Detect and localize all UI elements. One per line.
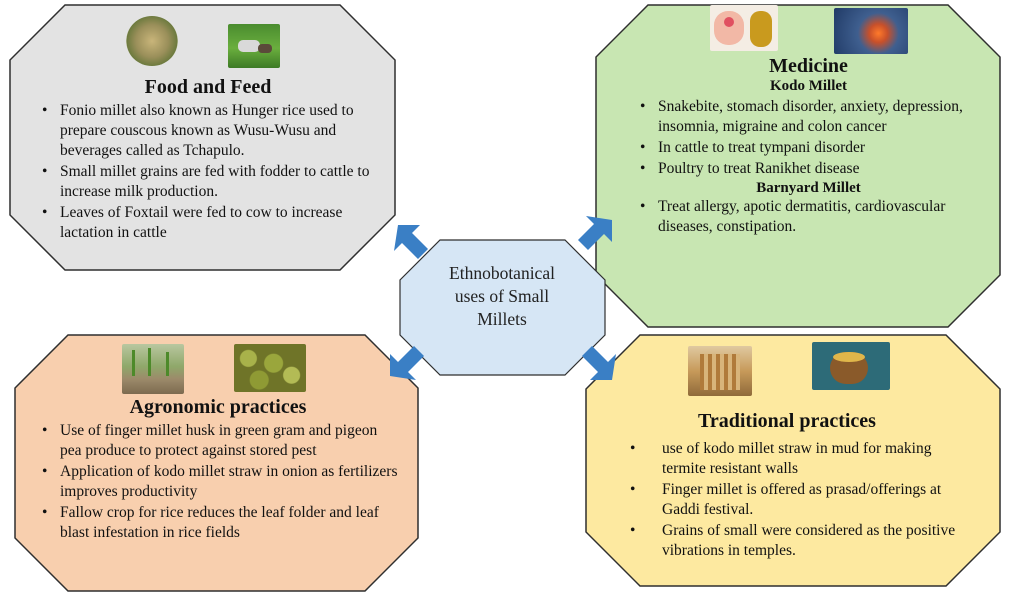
barnyard-list: Treat allergy, apotic dermatitis, cardio… [636, 197, 981, 237]
medicine-title: Medicine [769, 55, 848, 77]
list-item: Leaves of Foxtail were fed to cow to inc… [38, 203, 378, 243]
temple-photo [688, 346, 752, 396]
center-line: Millets [477, 309, 527, 329]
medicine-content: Medicine Kodo Millet Snakebite, stomach … [636, 55, 981, 238]
stomach-organ-photo [834, 8, 908, 54]
center-label: Ethnobotanical uses of Small Millets [418, 262, 586, 331]
traditional-content: Traditional practices use of kodo millet… [612, 410, 962, 562]
arrow-down-left [390, 346, 424, 380]
snakebite-foot-photo [710, 5, 778, 51]
traditional-list: use of kodo millet straw in mud for maki… [612, 439, 962, 561]
arrow-down-right [582, 346, 616, 380]
kodo-list: Snakebite, stomach disorder, anxiety, de… [636, 97, 981, 179]
olives-photo [234, 344, 306, 392]
list-item: Use of finger millet husk in green gram … [38, 421, 398, 461]
list-item: Treat allergy, apotic dermatitis, cardio… [636, 197, 981, 237]
center-line: uses of Small [454, 286, 550, 306]
list-item: Fallow crop for rice reduces the leaf fo… [38, 503, 398, 543]
agronomic-title: Agronomic practices [129, 396, 307, 418]
list-item: Small millet grains are fed with fodder … [38, 162, 378, 202]
list-item: Grains of small were considered as the p… [626, 521, 962, 561]
list-item: Application of kodo millet straw in onio… [38, 462, 398, 502]
millet-pot-photo [812, 342, 890, 390]
arrows [390, 216, 616, 380]
arrow-up-right [578, 216, 612, 250]
barnyard-heading: Barnyard Millet [756, 180, 861, 196]
agronomic-content: Agronomic practices Use of finger millet… [38, 396, 398, 544]
list-item: In cattle to treat tympani disorder [636, 138, 981, 158]
kodo-heading: Kodo Millet [769, 78, 848, 94]
millet-grain-bowl-photo [126, 16, 178, 66]
list-item: Finger millet is offered as prasad/offer… [626, 480, 962, 520]
list-item: use of kodo millet straw in mud for maki… [626, 439, 962, 479]
food-feed-content: Food and Feed Fonio millet also known as… [38, 76, 378, 244]
rice-seedlings-photo [122, 344, 184, 394]
food-feed-list: Fonio millet also known as Hunger rice u… [38, 101, 378, 243]
center-panel [399, 239, 606, 376]
goats-photo [228, 24, 280, 68]
arrow-up-left [394, 225, 428, 259]
list-item: Snakebite, stomach disorder, anxiety, de… [636, 97, 981, 137]
food-feed-title: Food and Feed [144, 76, 272, 98]
agronomic-list: Use of finger millet husk in green gram … [38, 421, 398, 543]
list-item: Poultry to treat Ranikhet disease [636, 159, 981, 179]
traditional-title: Traditional practices [698, 410, 876, 432]
center-line: Ethnobotanical [449, 263, 555, 283]
list-item: Fonio millet also known as Hunger rice u… [38, 101, 378, 161]
